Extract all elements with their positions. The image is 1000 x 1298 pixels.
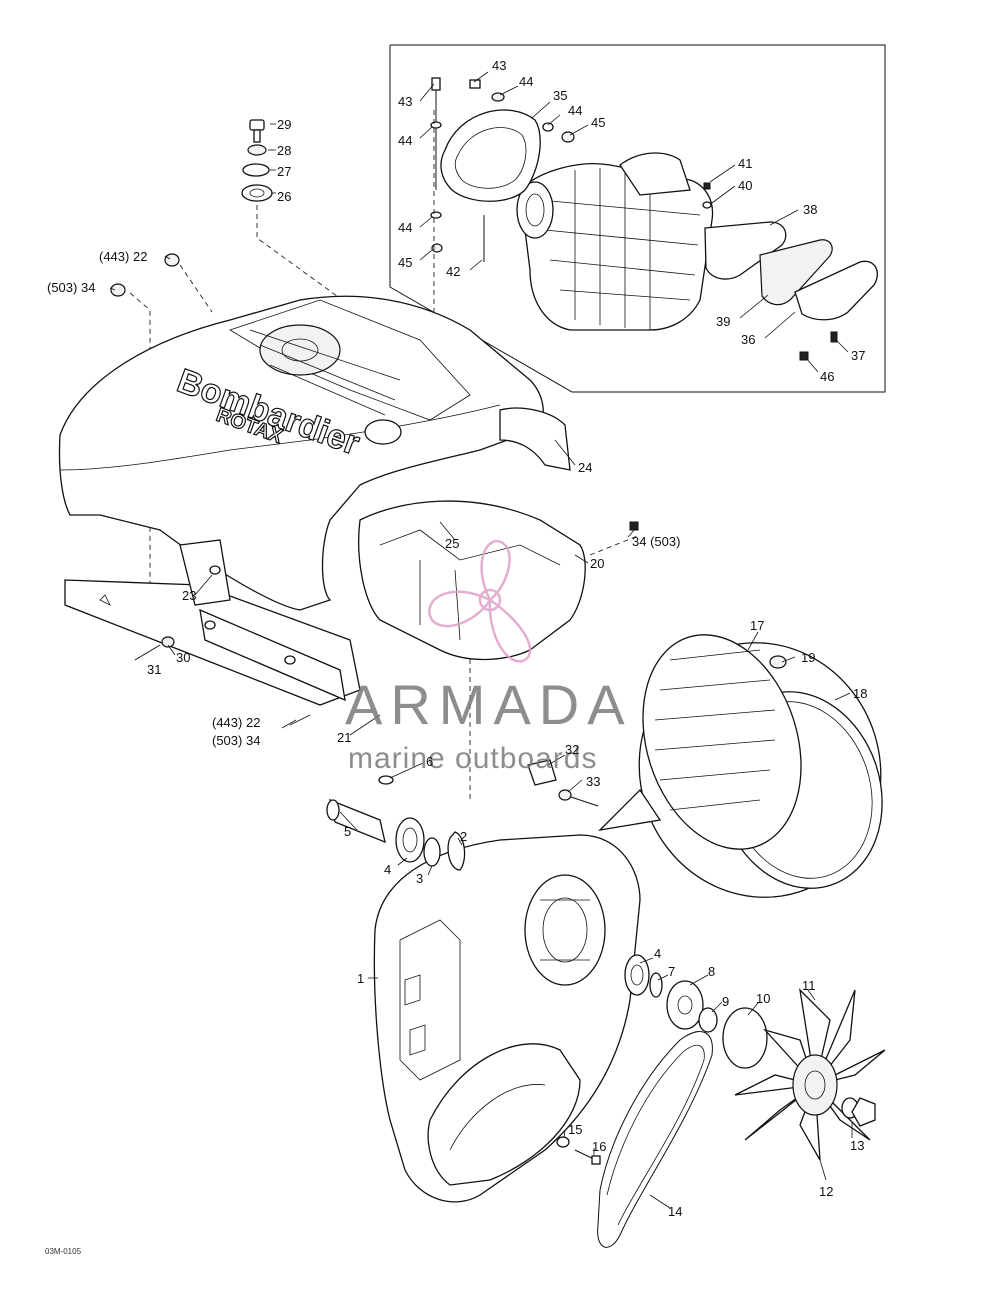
pulley-stack (624, 954, 718, 1033)
callout-label: 35 (553, 88, 567, 103)
housing-bolt (556, 1136, 601, 1165)
fan-housing (598, 634, 883, 898)
callout-label: 37 (851, 348, 865, 363)
watermark-tagline: marine outboards (348, 742, 597, 775)
watermark-name: ARMADA (345, 673, 633, 736)
intake-horn (440, 109, 541, 202)
callout-label: 43 (492, 58, 506, 73)
callout-label: 40 (738, 178, 752, 193)
callout-label: 25 (445, 536, 459, 551)
callout-labels: 43 44 35 44 45 43 44 44 45 42 41 40 38 3… (47, 58, 867, 1219)
air-intake-silencer (516, 152, 714, 331)
callout-label: 11 (802, 978, 816, 993)
callout-label: 5 (344, 824, 351, 839)
callout-label: 12 (819, 1184, 833, 1199)
callout-label: 17 (750, 618, 764, 633)
callout-label: 26 (277, 189, 291, 204)
callout-label: 23 (182, 588, 196, 603)
callout-label: 28 (277, 143, 291, 158)
flame-arrester-parts (704, 221, 878, 361)
callout-label: 2 (460, 829, 467, 844)
callout-label: 21 (337, 730, 351, 745)
callout-label: 6 (426, 754, 433, 769)
callout-label: 44 (398, 133, 412, 148)
callout-label: 16 (592, 1139, 606, 1154)
callout-label: 18 (853, 686, 867, 701)
callout-label: 36 (741, 332, 755, 347)
callout-label: 7 (668, 964, 675, 979)
callout-label: 4 (654, 946, 661, 961)
callout-label: (503) 34 (47, 280, 95, 295)
callout-label: 44 (519, 74, 533, 89)
callout-label: 44 (568, 103, 582, 118)
callout-label: 41 (738, 156, 752, 171)
callout-label: 44 (398, 220, 412, 235)
callout-label: 20 (590, 556, 604, 571)
watermark-logo (428, 539, 532, 663)
callout-label: 43 (398, 94, 412, 109)
callout-label: 13 (850, 1138, 864, 1153)
grommet-stack (241, 119, 276, 202)
callout-label: 29 (277, 117, 291, 132)
callout-label: (443) 22 (212, 715, 260, 730)
callout-label: 9 (722, 994, 729, 1009)
callout-label: 8 (708, 964, 715, 979)
callout-label: 38 (803, 202, 817, 217)
callout-label: (443) 22 (99, 249, 147, 264)
bracket-rail (64, 539, 361, 726)
callout-label: 1 (357, 971, 364, 986)
callout-label: (503) 34 (212, 733, 260, 748)
engine-cover: Bombardier ROTAX (58, 295, 571, 611)
callout-label: 30 (176, 650, 190, 665)
callout-label: 24 (578, 460, 592, 475)
callout-label: 31 (147, 662, 161, 677)
drawing-code: 03M-0105 (45, 1247, 82, 1256)
cooling-fan (722, 988, 886, 1161)
inset-leaders (419, 71, 849, 373)
callout-label: 45 (591, 115, 605, 130)
fan-belt-housing (373, 834, 641, 1203)
callout-label: 15 (568, 1122, 582, 1137)
inset-box (389, 44, 886, 393)
callout-label: 19 (801, 650, 815, 665)
main-leaders (109, 255, 853, 1209)
callout-label: 45 (398, 255, 412, 270)
v-belt (597, 1031, 713, 1248)
callout-label: 3 (416, 871, 423, 886)
callout-label: 39 (716, 314, 730, 329)
callout-label: 27 (277, 164, 291, 179)
callout-label: 46 (820, 369, 834, 384)
callout-label: 10 (756, 991, 770, 1006)
callout-label: 14 (668, 1204, 682, 1219)
callout-label: 33 (586, 774, 600, 789)
cover-lower-panel (358, 500, 586, 661)
callout-label: 32 (565, 742, 579, 757)
callout-label: 42 (446, 264, 460, 279)
callout-label: 34 (503) (632, 534, 680, 549)
callout-label: 4 (384, 862, 391, 877)
watermark: ARMADA marine outboards (345, 539, 633, 775)
